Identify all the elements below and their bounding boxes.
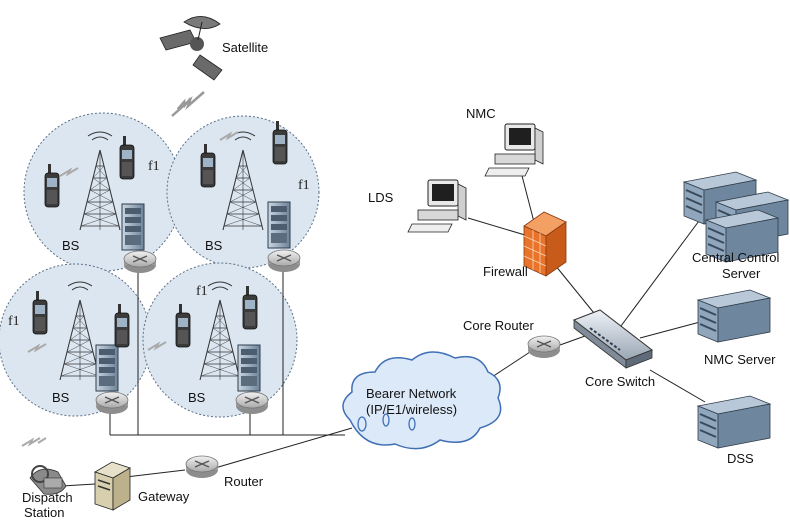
- core-switch-icon: [572, 309, 654, 369]
- central-control-server-sublabel: Server: [722, 266, 761, 281]
- bearer-network-sublabel: (IP/E1/wireless): [366, 402, 457, 417]
- bearer-network-cloud: [342, 351, 502, 450]
- lds-label: LDS: [368, 190, 394, 205]
- wireless-link-icon: [171, 91, 205, 117]
- frequency-label-bottom-right: f1: [196, 284, 208, 299]
- gateway-label: Gateway: [138, 489, 190, 504]
- gateway-icon: [94, 461, 131, 511]
- frequency-label-top-left: f1: [148, 159, 160, 174]
- router-icon: [185, 455, 219, 479]
- core-switch-label: Core Switch: [585, 374, 655, 389]
- central-control-server-icon: [683, 171, 789, 263]
- dispatch-station-icon: [29, 465, 67, 495]
- nmc-server-label: NMC Server: [704, 352, 776, 367]
- nmc-computer-icon: [484, 123, 544, 177]
- dss-label: DSS: [727, 451, 754, 466]
- bearer-network-label: Bearer Network: [366, 386, 457, 401]
- nmc-label: NMC: [466, 106, 496, 121]
- frequency-label-bottom-left: f1: [8, 314, 20, 329]
- signal-bolts: [21, 131, 239, 447]
- bs-label-bottom-right: BS: [188, 390, 206, 405]
- satellite-icon: [159, 16, 223, 81]
- firewall-label: Firewall: [483, 264, 528, 279]
- core-router-icon: [527, 335, 561, 359]
- bs-label-bottom-left: BS: [52, 390, 70, 405]
- router-label: Router: [224, 474, 264, 489]
- bs-label-top-left: BS: [62, 238, 80, 253]
- core-router-label: Core Router: [463, 318, 534, 333]
- dispatch-station-label: Dispatch: [22, 490, 73, 505]
- firewall-icon: [523, 211, 567, 277]
- central-control-server-label: Central Control: [692, 250, 780, 265]
- nmc-server-icon: [697, 289, 771, 343]
- frequency-label-top-right: f1: [298, 178, 310, 193]
- satellite-label: Satellite: [222, 40, 268, 55]
- dss-server-icon: [697, 395, 771, 449]
- lds-computer-icon: [407, 179, 467, 233]
- dispatch-station-sublabel: Station: [24, 505, 64, 520]
- bs-label-top-right: BS: [205, 238, 223, 253]
